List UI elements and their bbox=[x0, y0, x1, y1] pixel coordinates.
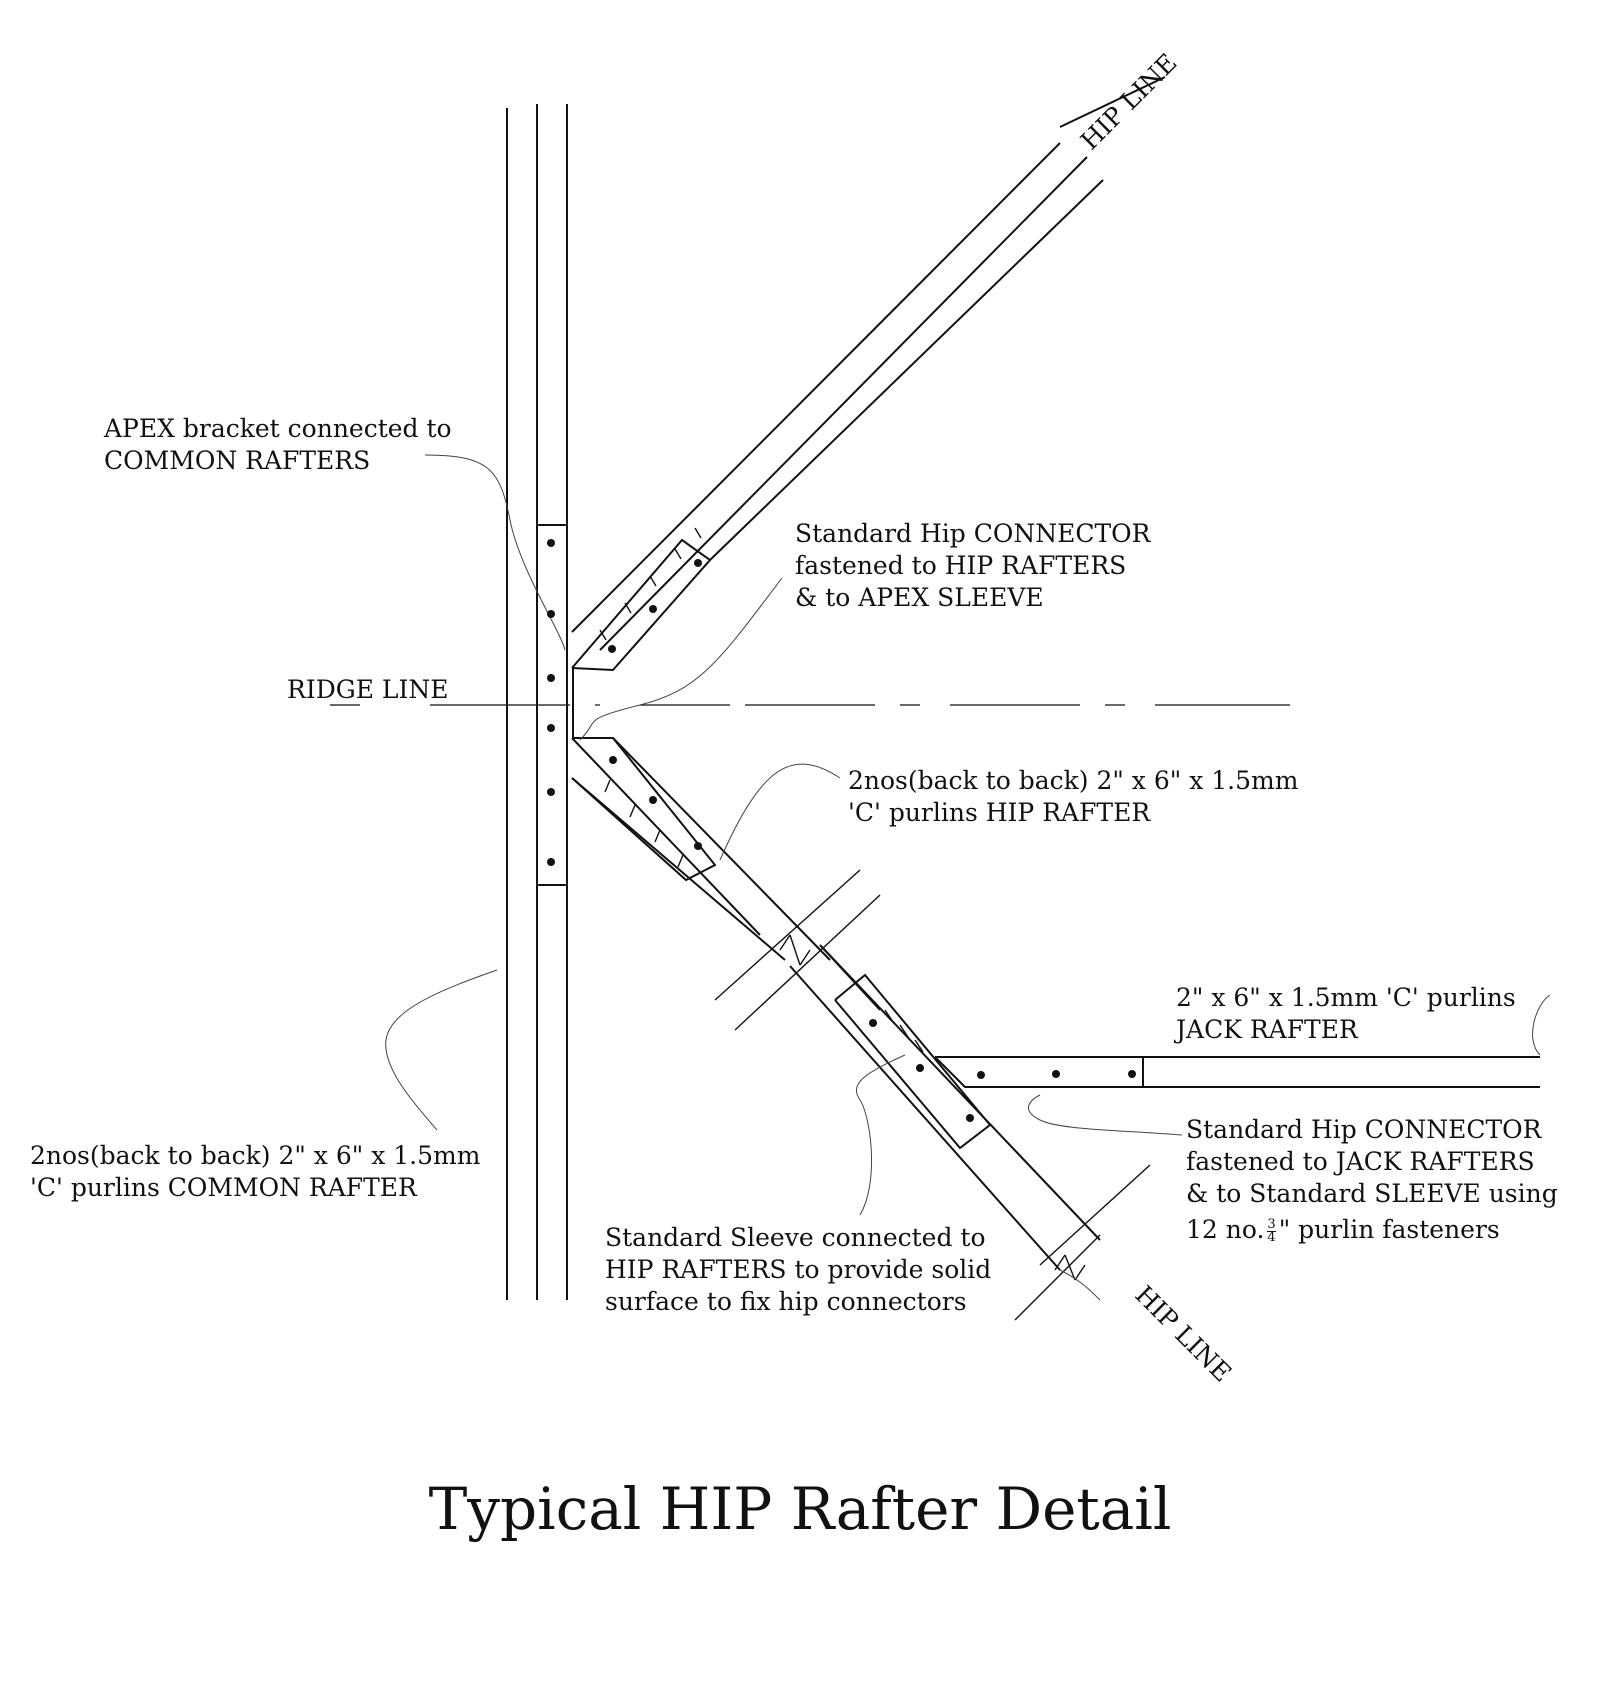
common-rafter-purlins-label: 2nos(back to back) 2" x 6" x 1.5mm 'C' p… bbox=[30, 1141, 481, 1202]
hip-connector-top-label: Standard Hip CONNECTOR fastened to HIP R… bbox=[795, 519, 1151, 612]
hip-connector-jack-label: Standard Hip CONNECTOR fastened to JACK … bbox=[1186, 1115, 1558, 1245]
drawing-title: Typical HIP Rafter Detail bbox=[428, 1475, 1172, 1543]
hip-connector-bottom bbox=[571, 737, 717, 882]
standard-sleeve bbox=[834, 973, 992, 1150]
hip-connector-top bbox=[571, 538, 712, 672]
fastener-ticks-bottom bbox=[604, 779, 684, 868]
fasteners bbox=[547, 539, 1136, 1122]
hip-connector-jack bbox=[934, 1056, 1144, 1088]
ridge-line-label: RIDGE LINE bbox=[287, 675, 449, 704]
leader-lines bbox=[385, 454, 1551, 1301]
jack-rafter-purlins-label: 2" x 6" x 1.5mm 'C' purlins JACK RAFTER bbox=[1176, 983, 1516, 1044]
hip-rafter-bottom bbox=[571, 737, 1101, 1271]
fastener-ticks-top bbox=[599, 527, 702, 641]
break-mark-upper bbox=[714, 869, 881, 1031]
hip-rafter-purlins-label: 2nos(back to back) 2" x 6" x 1.5mm 'C' p… bbox=[848, 766, 1299, 827]
break-mark-lower bbox=[1014, 1164, 1151, 1321]
apex-bracket-label: APEX bracket connected to COMMON RAFTERS bbox=[104, 414, 452, 475]
hip-rafter-top bbox=[571, 76, 1166, 740]
standard-sleeve-label: Standard Sleeve connected to HIP RAFTERS… bbox=[605, 1223, 992, 1316]
jack-rafter bbox=[935, 1056, 1540, 1088]
fastener-ticks-sleeve bbox=[884, 1009, 924, 1053]
